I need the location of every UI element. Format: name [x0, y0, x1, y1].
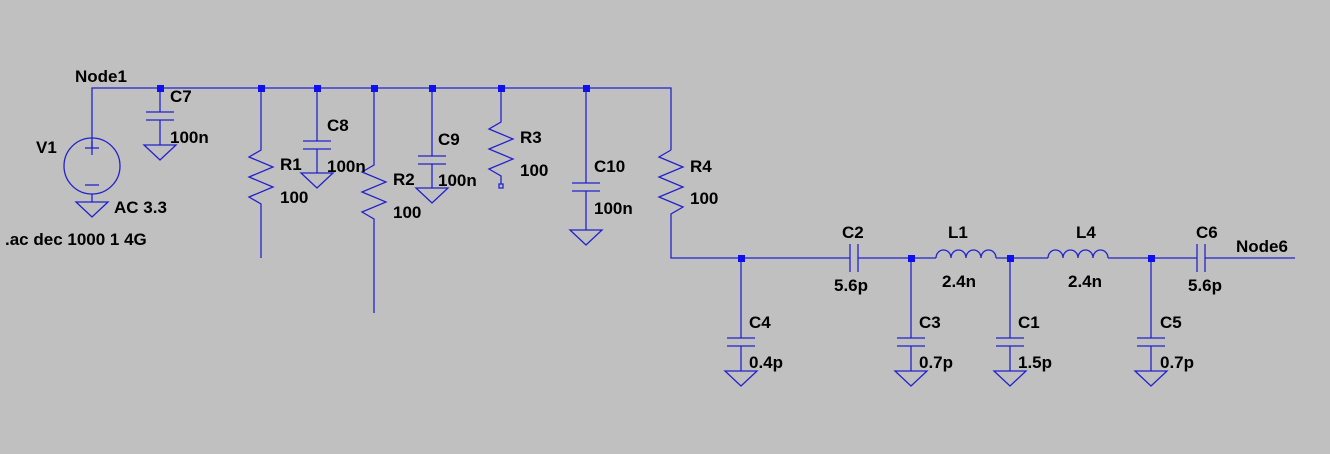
resistor-r1[interactable]	[247, 88, 275, 258]
c6-value-label: 5.6p	[1188, 276, 1222, 295]
junction-dot	[157, 85, 164, 92]
c10-value-label: 100n	[594, 199, 633, 218]
c9-value-label: 100n	[438, 171, 477, 190]
capacitor-c1[interactable]	[992, 258, 1028, 387]
v1-value-label: AC 3.3	[114, 198, 167, 217]
r2-value-label: 100	[393, 203, 421, 222]
r1-name-label: R1	[280, 155, 302, 174]
c1-name-label: C1	[1018, 313, 1040, 332]
labels: Node1 V1 AC 3.3 .ac dec 1000 1 4G C7 100…	[5, 67, 1288, 372]
c3-name-label: C3	[919, 313, 941, 332]
capacitor-c4[interactable]	[723, 258, 759, 387]
junction-dot	[314, 85, 321, 92]
r2-name-label: R2	[393, 170, 415, 189]
c8-name-label: C8	[327, 116, 349, 135]
resistor-r2[interactable]	[360, 88, 388, 313]
c4-name-label: C4	[749, 313, 771, 332]
junction-dot	[583, 85, 590, 92]
junction-dot	[1007, 255, 1014, 262]
r4-value-label: 100	[690, 189, 718, 208]
c5-value-label: 0.7p	[1160, 353, 1194, 372]
junction-dot	[258, 85, 265, 92]
c8-value-label: 100n	[327, 157, 366, 176]
junction-dot	[429, 85, 436, 92]
junction-dot	[371, 85, 378, 92]
voltage-source-v1[interactable]	[63, 137, 121, 218]
capacitor-c3[interactable]	[893, 258, 929, 387]
junction-dot	[1148, 255, 1155, 262]
capacitor-c10[interactable]	[568, 88, 604, 246]
l4-value-label: 2.4n	[1068, 272, 1102, 291]
capacitor-c8[interactable]	[299, 88, 335, 189]
r1-value-label: 100	[280, 188, 308, 207]
v1-name-label: V1	[36, 138, 57, 157]
capacitor-c5[interactable]	[1133, 258, 1169, 387]
junctions	[157, 85, 1155, 262]
l4-name-label: L4	[1076, 223, 1096, 242]
c4-value-label: 0.4p	[749, 353, 783, 372]
node6-label: Node6	[1236, 237, 1288, 256]
c10-name-label: C10	[594, 157, 625, 176]
c5-name-label: C5	[1160, 313, 1182, 332]
ac-directive-label[interactable]: .ac dec 1000 1 4G	[5, 230, 147, 249]
l1-value-label: 2.4n	[942, 272, 976, 291]
c2-value-label: 5.6p	[834, 276, 868, 295]
capacitor-c6[interactable]	[1196, 244, 1206, 272]
inductor-l1[interactable]	[935, 249, 997, 259]
capacitor-c2[interactable]	[849, 244, 859, 272]
resistor-r4[interactable]	[657, 149, 741, 259]
c7-value-label: 100n	[170, 128, 209, 147]
node1-label: Node1	[75, 67, 127, 86]
r4-name-label: R4	[690, 157, 712, 176]
resistor-r3[interactable]	[487, 88, 515, 189]
capacitor-c9[interactable]	[414, 88, 450, 204]
c6-name-label: C6	[1196, 223, 1218, 242]
inductor-l4[interactable]	[1047, 249, 1109, 259]
c3-value-label: 0.7p	[919, 353, 953, 372]
l1-name-label: L1	[948, 223, 968, 242]
c9-name-label: C9	[438, 130, 460, 149]
r3-name-label: R3	[520, 128, 542, 147]
c7-name-label: C7	[170, 87, 192, 106]
c1-value-label: 1.5p	[1018, 353, 1052, 372]
r3-value-label: 100	[520, 161, 548, 180]
junction-dot	[908, 255, 915, 262]
top-rail-wire	[91, 87, 672, 150]
c2-name-label: C2	[842, 223, 864, 242]
junction-dot	[738, 255, 745, 262]
junction-dot	[498, 85, 505, 92]
